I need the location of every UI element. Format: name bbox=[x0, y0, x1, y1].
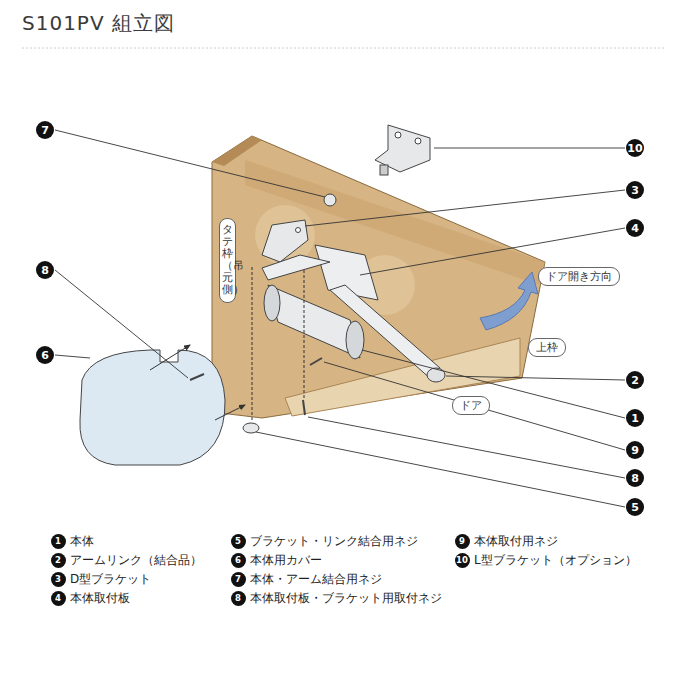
list-number: 10 bbox=[455, 553, 470, 568]
leader-line bbox=[256, 432, 625, 507]
callout-number: 3 bbox=[626, 181, 644, 199]
callout-number: 6 bbox=[36, 346, 54, 364]
leader-line bbox=[305, 190, 625, 226]
part-tag: ドア開き方向 bbox=[538, 267, 620, 286]
body-cover bbox=[80, 350, 225, 465]
part-name: アームリンク（結合品） bbox=[70, 554, 202, 566]
list-number: 9 bbox=[455, 534, 470, 549]
list-number: 4 bbox=[51, 591, 66, 606]
callout-number: 1 bbox=[626, 409, 644, 427]
assembly-guide bbox=[304, 270, 305, 398]
part-name: 本体 bbox=[70, 535, 94, 547]
node-text: タテ枠（吊元側） bbox=[222, 224, 233, 297]
part-name: D型ブラケット bbox=[70, 573, 151, 585]
callout-number: 8 bbox=[626, 469, 644, 487]
closer-body-end bbox=[346, 321, 364, 359]
part-name: 本体用カバー bbox=[250, 554, 322, 566]
callout-number: 10 bbox=[626, 139, 644, 157]
screw bbox=[303, 400, 305, 415]
node-text: ドア開き方向 bbox=[546, 270, 612, 283]
diagram-title: S101PV 組立図 bbox=[22, 10, 175, 37]
part-name: 本体取付用ネジ bbox=[474, 535, 558, 547]
list-number: 5 bbox=[231, 534, 246, 549]
node-text: 上枠 bbox=[536, 341, 558, 354]
part-name: 本体取付板・ブラケット用取付ネジ bbox=[250, 592, 442, 604]
leader-line bbox=[55, 130, 325, 197]
screw bbox=[324, 194, 336, 206]
list-number: 3 bbox=[51, 572, 66, 587]
callout-number: 9 bbox=[626, 441, 644, 459]
leader-line bbox=[55, 355, 90, 358]
part-name: ブラケット・リンク結合用ネジ bbox=[250, 535, 418, 547]
list-number: 1 bbox=[51, 534, 66, 549]
leader-line bbox=[434, 148, 625, 149]
node-text: ドア bbox=[460, 399, 482, 412]
callout-number: 4 bbox=[626, 219, 644, 237]
leader-line bbox=[324, 362, 625, 450]
assembly-guide bbox=[252, 265, 253, 420]
callout-number: 2 bbox=[626, 371, 644, 389]
opening-arrow bbox=[480, 272, 538, 330]
closer-body-end bbox=[264, 285, 280, 321]
callout-number: 5 bbox=[626, 498, 644, 516]
frame-label: タテ枠（吊元側） bbox=[219, 218, 236, 303]
screw-hole bbox=[415, 138, 421, 144]
leader-line bbox=[362, 350, 625, 418]
part-name: L型ブラケット（オプション） bbox=[474, 554, 637, 566]
screw-hole bbox=[296, 228, 301, 233]
list-number: 7 bbox=[231, 572, 246, 587]
link-arm bbox=[262, 255, 330, 280]
arm-joint bbox=[427, 368, 445, 382]
callout-number: 7 bbox=[36, 121, 54, 139]
list-number: 6 bbox=[231, 553, 246, 568]
part-tag: 上枠 bbox=[528, 338, 566, 357]
leader-line bbox=[446, 376, 625, 380]
door-frame bbox=[212, 136, 545, 418]
callout-number: 8 bbox=[36, 261, 54, 279]
list-number: 2 bbox=[51, 553, 66, 568]
part-name: 本体・アーム結合用ネジ bbox=[250, 573, 382, 585]
screw bbox=[310, 358, 322, 365]
leader-line bbox=[308, 417, 625, 478]
screw bbox=[190, 374, 204, 380]
part-tag: ドア bbox=[452, 396, 490, 415]
part-name: 本体取付板 bbox=[70, 592, 130, 604]
assembly-arrow bbox=[150, 345, 190, 370]
leader-line bbox=[55, 270, 188, 378]
frame-edge bbox=[212, 136, 262, 166]
screw-hole bbox=[395, 132, 401, 138]
screw-washer bbox=[243, 423, 259, 433]
leader-lines bbox=[55, 130, 625, 507]
l-bracket-pin bbox=[380, 165, 388, 175]
list-number: 8 bbox=[231, 591, 246, 606]
assembly-arrow bbox=[215, 405, 245, 420]
title-rule bbox=[22, 48, 665, 49]
